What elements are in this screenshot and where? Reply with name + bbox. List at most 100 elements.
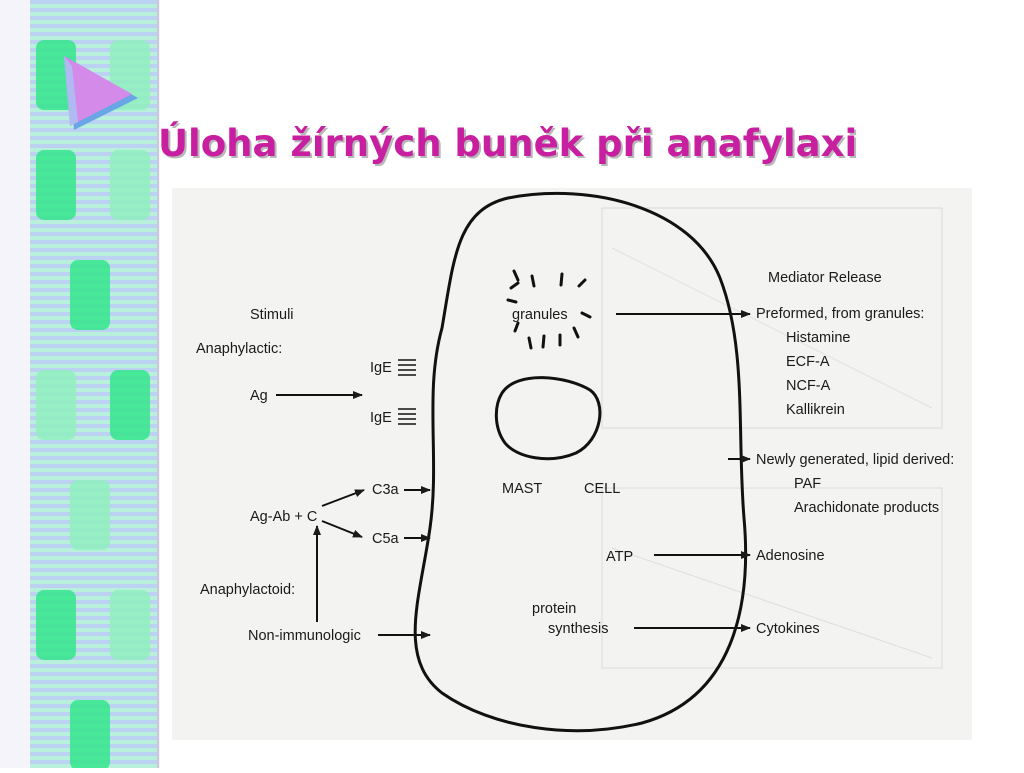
bar-stripe: [30, 432, 158, 436]
bar-stripe: [30, 376, 158, 380]
bar-block: [36, 590, 76, 660]
bar-stripe: [30, 640, 158, 644]
slide-title: Úloha žírných buněk při anafylaxi: [158, 122, 858, 165]
bar-stripe: [30, 416, 158, 420]
lipid-item: Arachidonate products: [794, 500, 939, 516]
bar-stripe: [30, 216, 158, 220]
bar-stripe: [30, 688, 158, 692]
bar-stripe: [30, 384, 158, 388]
bar-stripe: [30, 168, 158, 172]
bar-stripe: [30, 64, 158, 68]
ag-label: Ag: [250, 388, 268, 404]
bar-block: [110, 370, 150, 440]
bar-stripe: [30, 448, 158, 452]
bar-stripe: [30, 16, 158, 20]
lipid-heading: Newly generated, lipid derived:: [756, 452, 954, 468]
bar-block: [110, 150, 150, 220]
ag-ab-c-label: Ag-Ab + C: [250, 509, 317, 525]
triangle-arrow-icon: [64, 56, 138, 130]
preformed-item: Histamine: [786, 330, 850, 346]
diagram-arrows: [276, 310, 751, 639]
bar-stripe: [30, 392, 158, 396]
cytokines-label: Cytokines: [756, 621, 820, 637]
bar-stripe: [30, 136, 158, 140]
mast-cell-diagram: Stimuli Anaphylactic: Ag IgE IgE Ag-Ab +…: [172, 188, 972, 740]
bar-stripe: [30, 440, 158, 444]
ige-receptor-lines: [398, 359, 416, 425]
mast-cell-outline: [413, 191, 748, 733]
bar-stripe: [30, 152, 158, 156]
granules-label: granules: [512, 307, 568, 323]
non-immunologic-label: Non-immunologic: [248, 628, 361, 644]
c3a-label: C3a: [372, 482, 400, 498]
bar-block: [36, 370, 76, 440]
bar-block: [70, 260, 110, 330]
bar-stripe: [30, 592, 158, 596]
bar-stripe: [30, 208, 158, 212]
bar-stripe: [30, 552, 158, 556]
bar-stripe: [30, 576, 158, 580]
bar-stripe: [30, 192, 158, 196]
bar-block: [110, 590, 150, 660]
bar-stripe: [30, 584, 158, 588]
bar-stripe: [30, 632, 158, 636]
bar-stripe: [30, 560, 158, 564]
bar-stripe: [30, 160, 158, 164]
stimuli-heading: Stimuli: [250, 307, 294, 323]
bar-stripe: [30, 664, 158, 668]
scan-bleed-through: [601, 207, 943, 669]
bar-stripe: [30, 368, 158, 372]
bar-stripe: [30, 400, 158, 404]
ige-label-top: IgE: [370, 360, 392, 376]
bar-stripe: [30, 600, 158, 604]
granule-marks: [506, 269, 592, 350]
bar-stripe: [30, 464, 158, 468]
bar-block: [70, 480, 110, 550]
bar-stripe: [30, 616, 158, 620]
preformed-item: NCF-A: [786, 378, 831, 394]
mediator-release-heading: Mediator Release: [768, 270, 882, 286]
bar-block: [70, 700, 110, 770]
bar-stripe: [30, 344, 158, 348]
bar-stripe: [30, 256, 158, 260]
bar-stripe: [30, 696, 158, 700]
bar-stripe: [30, 240, 158, 244]
bar-stripe: [30, 128, 158, 132]
bar-stripe: [30, 472, 158, 476]
preformed-item: ECF-A: [786, 354, 830, 370]
preformed-item: Kallikrein: [786, 402, 845, 418]
bar-stripe: [30, 24, 158, 28]
synthesis-label: synthesis: [548, 621, 608, 637]
bar-stripe: [30, 672, 158, 676]
mast-label: MAST: [502, 481, 542, 497]
preformed-heading: Preformed, from granules:: [756, 306, 924, 322]
bar-stripe: [30, 608, 158, 612]
bar-stripe: [30, 360, 158, 364]
anaphylactoid-label: Anaphylactoid:: [200, 582, 295, 598]
bar-stripe: [30, 144, 158, 148]
bar-stripe: [30, 56, 158, 60]
bar-stripe: [30, 680, 158, 684]
bar-stripe: [30, 40, 158, 44]
bar-stripe: [30, 48, 158, 52]
bar-stripe: [30, 408, 158, 412]
bar-stripe: [30, 176, 158, 180]
bar-stripe: [30, 120, 158, 124]
atp-label: ATP: [606, 549, 633, 565]
adenosine-label: Adenosine: [756, 548, 825, 564]
bar-stripe: [30, 648, 158, 652]
bar-stripe: [30, 424, 158, 428]
protein-label: protein: [532, 601, 576, 617]
bar-stripe: [30, 624, 158, 628]
bar-stripe: [30, 8, 158, 12]
c5a-label: C5a: [372, 531, 400, 547]
bar-stripe: [30, 656, 158, 660]
anaphylactic-label: Anaphylactic:: [196, 341, 282, 357]
bar-stripe: [30, 352, 158, 356]
bar-stripe: [30, 336, 158, 340]
bar-stripe: [30, 32, 158, 36]
bar-stripe: [30, 568, 158, 572]
bar-stripe: [30, 248, 158, 252]
bar-stripe: [30, 456, 158, 460]
bar-stripe: [30, 232, 158, 236]
